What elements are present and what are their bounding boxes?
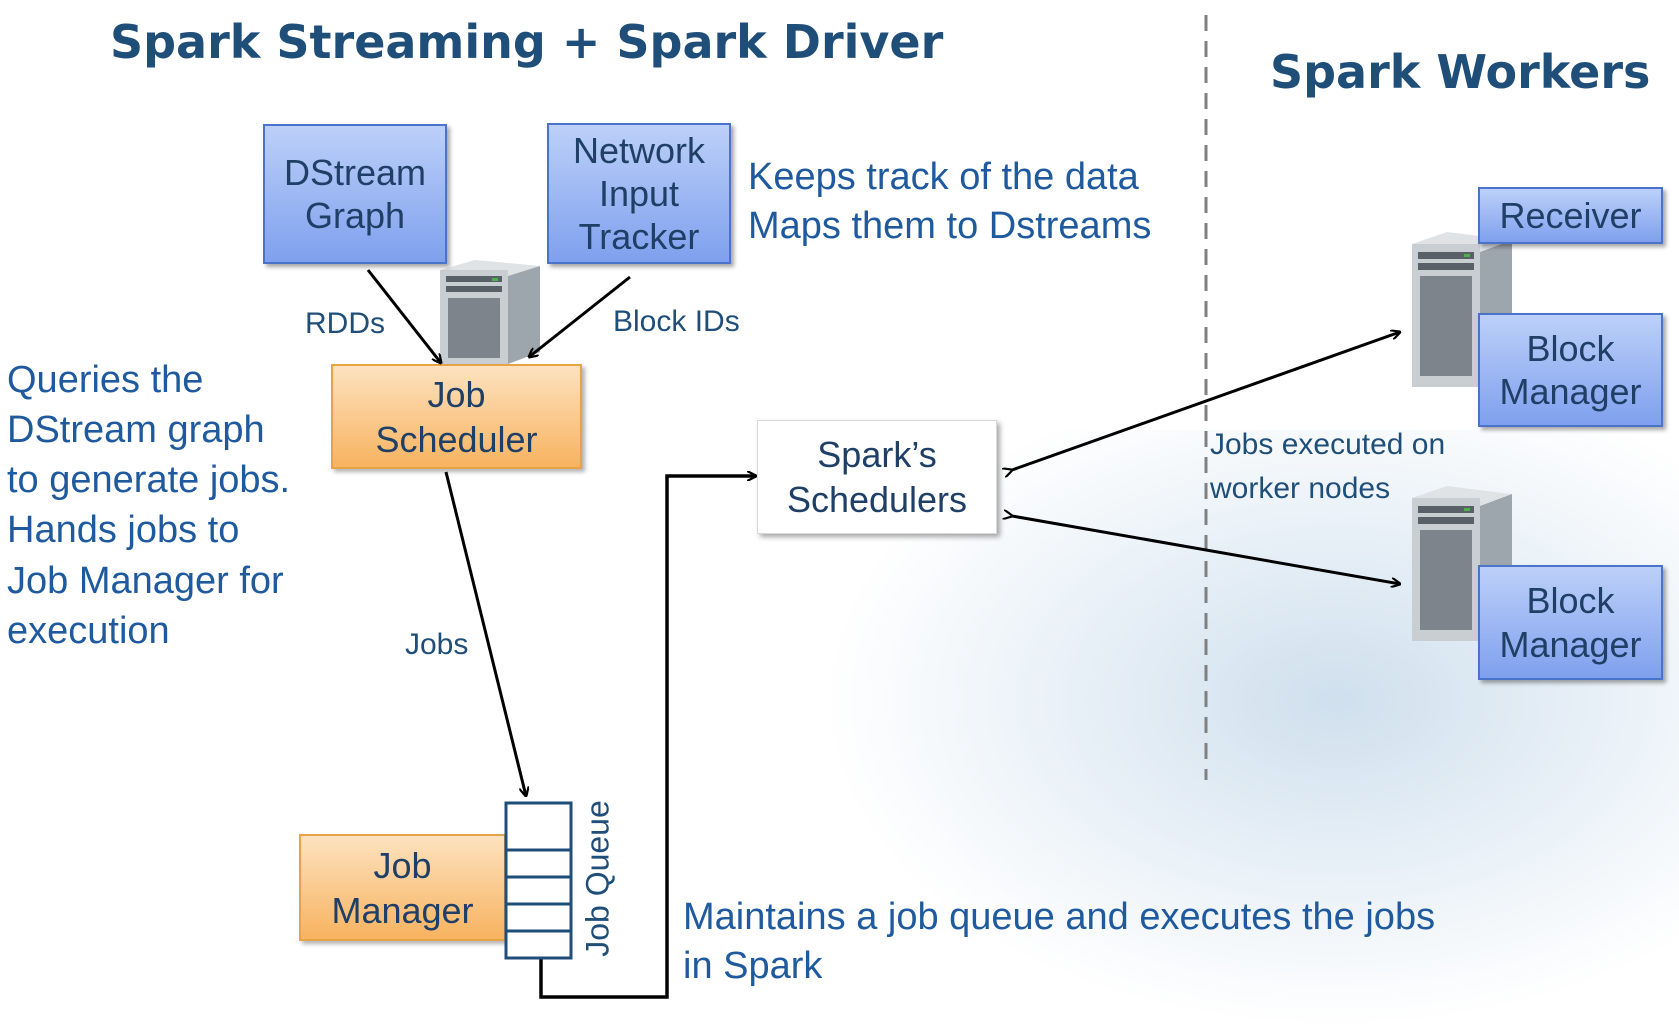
block-manager-box-1: Block Manager — [1478, 313, 1663, 427]
tracker-description: Keeps track of the data Maps them to Dst… — [748, 156, 1152, 248]
job-queue-icon — [504, 801, 573, 960]
job-scheduler-box: Job Scheduler — [331, 364, 582, 469]
receiver-box: Receiver — [1478, 187, 1663, 244]
manager-description: Maintains a job queue and executes the j… — [683, 896, 1436, 988]
jobs-executed-label: Jobs executed on worker nodes — [1210, 428, 1446, 505]
worker-server-icon-1 — [1412, 232, 1512, 387]
job-manager-box: Job Manager — [299, 834, 506, 941]
driver-title: Spark Streaming + Spark Driver — [110, 15, 944, 69]
block-manager-box-2: Block Manager — [1478, 565, 1663, 680]
driver-server-icon — [440, 260, 540, 364]
rdds-label: RDDs — [305, 307, 385, 340]
scheduler-description: Queries the DStream graph to generate jo… — [7, 359, 291, 652]
jobs-label: Jobs — [405, 628, 469, 661]
block-ids-label: Block IDs — [613, 305, 740, 338]
sparks-schedulers-box: Spark’s Schedulers — [757, 420, 997, 534]
network-input-tracker-box: Network Input Tracker — [547, 123, 731, 264]
workers-title: Spark Workers — [1270, 45, 1651, 99]
worker-server-icon-2 — [1412, 486, 1512, 641]
dstream-graph-box: DStream Graph — [263, 124, 447, 264]
